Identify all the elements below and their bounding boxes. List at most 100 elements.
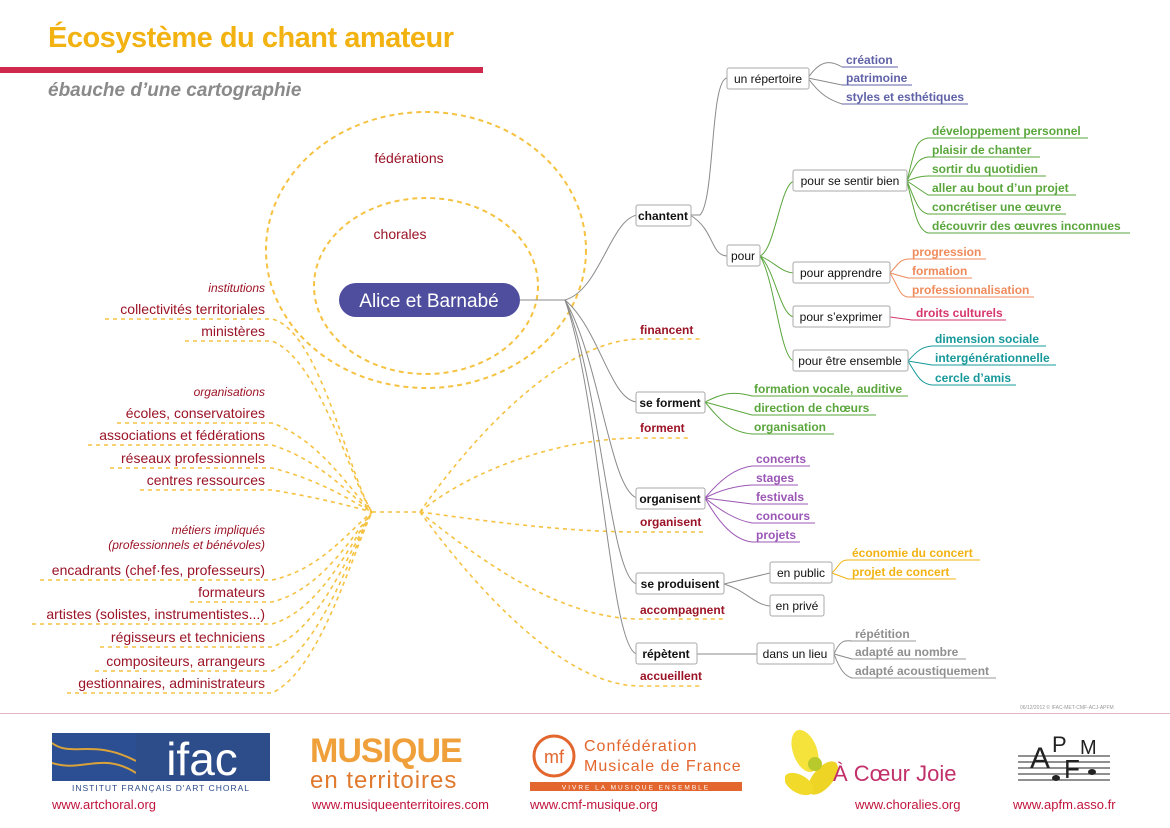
leaves-teal: dimension sociale intergénérationnelle c… [935, 332, 1050, 385]
leaf-organisation: organisation [754, 420, 826, 434]
leaf-concretiser: concrétiser une œuvre [932, 200, 1062, 214]
leaf-plaisir: plaisir de chanter [932, 143, 1032, 157]
svg-text:mf: mf [544, 747, 565, 767]
heading-organisations: organisations [194, 385, 265, 399]
left-item-encadrants: encadrants (chef·fes, professeurs) [52, 562, 265, 578]
leaves-gold: économie du concert projet de concert [852, 546, 973, 579]
node-apprendre: pour apprendre [800, 266, 882, 280]
leaves-purple: concerts stages festivals concours proje… [756, 452, 810, 542]
leaf-intergenerationnelle: intergénérationnelle [935, 351, 1050, 365]
logo-ifac: ifac INSTITUT FRANÇAIS D'ART CHORAL [51, 733, 270, 793]
page-title: Écosystème du chant amateur [48, 22, 454, 54]
footer-divider [0, 713, 1170, 714]
leaf-concerts: concerts [756, 452, 806, 466]
purple-connectors [704, 465, 815, 543]
heading-metiers: métiers impliqués [172, 523, 265, 537]
left-item-ecoles: écoles, conservatoires [126, 405, 265, 421]
gold-connectors [831, 559, 980, 580]
center-connectors [520, 62, 853, 679]
relation-organisent: organisent [640, 515, 701, 529]
center-node-label: Alice et Barnabé [359, 291, 498, 312]
svg-text:À Cœur Joie: À Cœur Joie [833, 761, 956, 786]
leaf-patrimoine: patrimoine [846, 71, 908, 85]
left-item-collectivites: collectivités territoriales [120, 301, 265, 317]
svg-text:A: A [1030, 742, 1050, 775]
credit-text: 06/12/2012 © IFAC-MET-CMF-ACJ-APFM [1020, 705, 1114, 711]
leaf-dev-perso: développement personnel [932, 124, 1081, 138]
leaf-decouvrir: découvrir des œuvres inconnues [932, 219, 1121, 233]
leaf-projets: projets [756, 528, 796, 542]
relation-labels: financent forment organisent accompagnen… [640, 323, 725, 683]
node-exprimer: pour s’exprimer [800, 310, 883, 324]
left-items: collectivités territoriales ministères é… [46, 301, 265, 691]
blue-underlines [842, 66, 968, 105]
leaf-formation: formation [912, 264, 967, 278]
svg-text:M: M [1080, 737, 1097, 759]
node-pour: pour [731, 249, 755, 263]
leaves-orange: progression formation professionnalisati… [912, 245, 1029, 297]
branch-se-produisent: se produisent [641, 577, 720, 591]
left-item-gestionnaires: gestionnaires, administrateurs [78, 675, 265, 691]
leaf-droits-culturels: droits culturels [916, 306, 1003, 320]
leaf-adapte-acoustique: adapté acoustiquement [855, 664, 989, 678]
left-item-reseaux: réseaux professionnels [121, 450, 265, 466]
node-en-public: en public [777, 566, 825, 580]
svg-text:F: F [1064, 754, 1080, 784]
leaf-concours: concours [756, 509, 810, 523]
federations-circle [265, 111, 587, 389]
leaf-progression: progression [912, 245, 981, 259]
branch-chantent: chantent [638, 209, 688, 223]
svg-text:en territoires: en territoires [310, 767, 457, 794]
relation-accueillent: accueillent [640, 669, 702, 683]
branch-nodes: chantent un répertoire pour pour se sent… [635, 67, 909, 665]
branch-se-forment: se forment [639, 396, 700, 410]
leaf-cercle-amis: cercle d’amis [935, 371, 1011, 385]
node-en-prive: en privé [776, 599, 819, 613]
leaves-green: développement personnel plaisir de chant… [754, 124, 1121, 434]
left-connectors [32, 318, 725, 694]
url-cmf[interactable]: www.cmf-musique.org [530, 797, 658, 812]
left-item-regisseurs: régisseurs et techniciens [111, 629, 265, 645]
leaf-dimension-sociale: dimension sociale [935, 332, 1039, 346]
leaf-adapte-nombre: adapté au nombre [855, 645, 959, 659]
logo-a-coeur-joie: À Cœur Joie [784, 726, 965, 806]
leaf-professionnalisation: professionnalisation [912, 283, 1029, 297]
heading-metiers-sub: (professionnels et bénévoles) [108, 538, 265, 552]
node-repertoire: un répertoire [734, 72, 802, 86]
svg-text:VIVRE LA MUSIQUE ENSEMBLE: VIVRE LA MUSIQUE ENSEMBLE [562, 785, 710, 792]
branch-organisent: organisent [639, 492, 700, 506]
pink-connectors [889, 316, 1006, 321]
leaf-formation-vocale: formation vocale, auditive [754, 382, 902, 396]
leaves-grey: répétition adapté au nombre adapté acous… [855, 627, 989, 678]
left-item-artistes: artistes (solistes, instrumentistes...) [46, 606, 265, 622]
left-item-associations: associations et fédérations [99, 427, 265, 443]
branch-repetent: répètent [642, 647, 689, 661]
orange-connectors [889, 258, 1034, 298]
leaf-aller-au-bout: aller au bout d’un projet [932, 181, 1069, 195]
node-ensemble: pour être ensemble [798, 354, 902, 368]
svg-text:MUSIQUE: MUSIQUE [310, 732, 462, 770]
circle-group [265, 111, 587, 389]
leaf-festivals: festivals [756, 490, 804, 504]
url-musique-en-territoires[interactable]: www.musiqueenterritoires.com [312, 797, 490, 812]
leaf-stages: stages [756, 471, 794, 485]
logo-apfm: A P F M [1018, 728, 1110, 790]
leaves-blue: création patrimoine styles et esthétique… [846, 53, 964, 104]
svg-text:ifac: ifac [166, 733, 238, 785]
left-item-centres: centres ressources [147, 472, 265, 488]
svg-text:P: P [1052, 732, 1067, 757]
url-apfm[interactable]: www.apfm.asso.fr [1013, 797, 1116, 812]
teal-connectors [907, 345, 1056, 386]
leaf-direction: direction de chœurs [754, 401, 870, 415]
leaves-pink: droits culturels [916, 306, 1003, 320]
green-connectors [704, 137, 1130, 435]
left-item-ministeres: ministères [201, 323, 265, 339]
url-a-coeur-joie[interactable]: www.choralies.org [855, 797, 961, 812]
url-ifac[interactable]: www.artchoral.org [52, 797, 157, 812]
circle-label-federations: fédérations [374, 150, 443, 166]
logo-musique-en-territoires: MUSIQUE en territoires [310, 730, 480, 794]
center-node [339, 283, 520, 317]
chorales-circle [313, 197, 539, 375]
relation-accompagnent: accompagnent [640, 603, 725, 617]
